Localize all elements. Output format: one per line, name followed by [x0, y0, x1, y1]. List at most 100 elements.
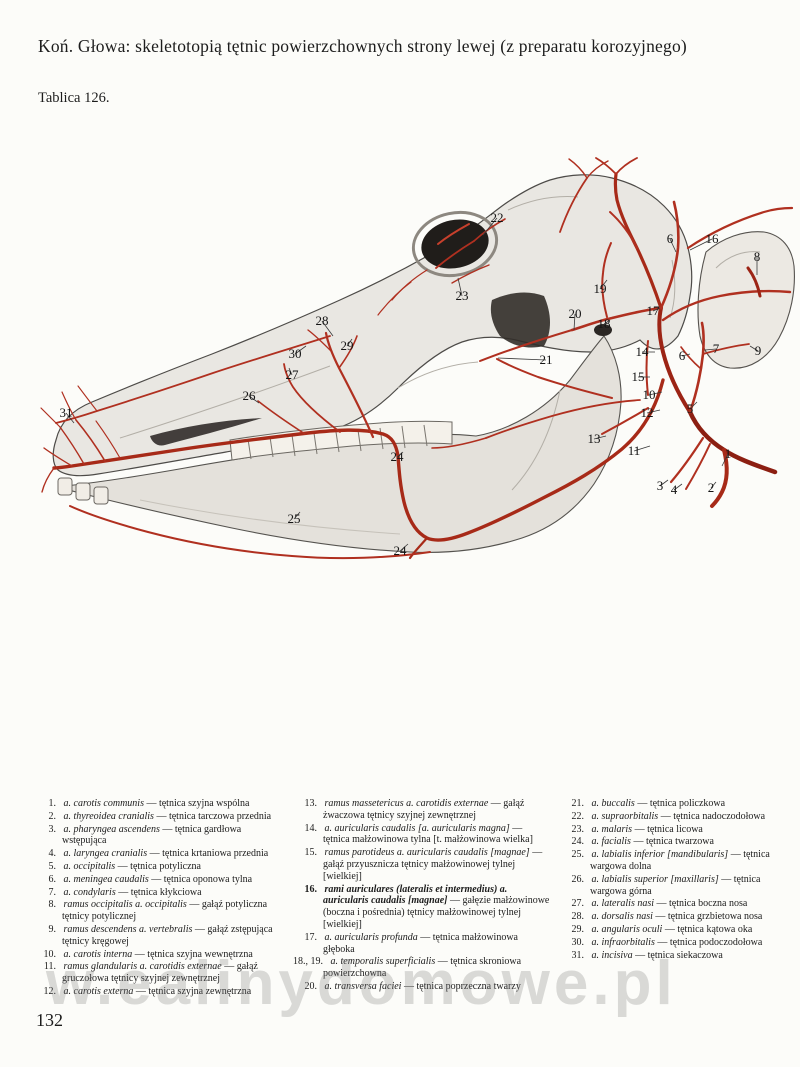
legend-item-polish: — tętnica oponowa tylna — [148, 873, 253, 885]
legend-item-latin: a. lateralis nasi — [589, 898, 655, 910]
legend-item: 17. a. auricularis profunda — tętnica ma… — [293, 932, 551, 956]
legend-item-polish: — tętnica małżowinowa tylna [t. małżowin… — [323, 822, 533, 846]
legend-item-polish: — tętnica kłykciowa — [115, 886, 202, 898]
legend-item-polish: — tętnica wargowa dolna — [590, 849, 770, 872]
legend-item: 28. a. dorsalis nasi — tętnica grzbietow… — [560, 911, 776, 923]
legend-item-number: 12. — [43, 985, 57, 997]
legend-item-number: 23. — [571, 823, 585, 835]
figure-label-16: 16 — [706, 231, 720, 246]
label-leader-line — [599, 279, 608, 290]
legend-item-latin: rami auriculares (lateralis et intermedi… — [322, 883, 508, 907]
legend-item-latin: ramus parotideus a. auricularis caudalis… — [322, 847, 530, 859]
legend-item-polish: — tętnica gardłowa wstępująca — [62, 823, 242, 847]
label-leader-line — [65, 412, 75, 424]
legend-item: 22. a. supraorbitalis — tętnica nadoczod… — [560, 811, 776, 823]
legend-item-polish: — tętnica nadoczodołowa — [658, 810, 766, 822]
label-leader-line — [457, 277, 463, 297]
legend-item: 18., 19. a. temporalis superficialis — t… — [293, 956, 551, 980]
cheek-teeth — [229, 420, 453, 461]
legend-item-latin: a. meningea caudalis — [61, 873, 149, 885]
tooth-separators — [247, 424, 428, 460]
label-leader-line — [399, 543, 409, 552]
legend-item-latin: a. pharyngea ascendens — [61, 823, 160, 835]
legend-item: 8. ramus occipitalis a. occipitalis — ga… — [32, 899, 284, 923]
legend-item: 25. a. labialis inferior [mandibularis] … — [560, 849, 776, 873]
legend-item-polish: — gałąź przyusznicza tętnicy małżowinowe… — [323, 847, 543, 882]
label-leader-line — [721, 453, 729, 467]
legend-item: 2. a. thyreoidea cranialis — tętnica tar… — [32, 811, 284, 823]
legend-item: 29. a. angularis oculi — tętnica kątowa … — [560, 924, 776, 936]
label-leader-line — [294, 345, 307, 355]
legend-item-latin: a. angularis oculi — [589, 923, 663, 935]
legend-item: 14. a. auricularis caudalis [a. auricula… — [293, 823, 551, 847]
figure-label-22: 22 — [491, 210, 504, 225]
label-leader-line — [248, 395, 260, 404]
figure-label-19: 19 — [594, 281, 607, 296]
figure-label-8: 8 — [754, 249, 761, 264]
legend-item: 10. a. carotis interna — tętnica szyjna … — [32, 949, 284, 961]
legend-item-polish: — tętnica małżowinowa głęboka — [323, 931, 518, 955]
skull-figure: 2223282930272631192018171668211415796101… — [40, 157, 795, 560]
legend-item-number: 24. — [571, 836, 585, 848]
legend-item: 15. ramus parotideus a. auricularis caud… — [293, 847, 551, 882]
legend-item: 23. a. malaris — tętnica licowa — [560, 824, 776, 836]
legend-column-2: 13. ramus massetericus a. carotidis exte… — [293, 798, 551, 999]
figure-label-12: 12 — [641, 405, 654, 420]
legend-item-latin: a. buccalis — [589, 798, 635, 809]
legend-item-polish: — tętnica szyjna zewnętrzna — [133, 985, 252, 997]
orbit-rim — [411, 210, 499, 278]
legend-item-polish: — gałęzie małżowinowe (boczna i pośredni… — [323, 895, 550, 930]
label-leader-line — [689, 238, 713, 251]
legend-item-number: 9. — [48, 923, 57, 935]
label-leader-line — [346, 338, 353, 347]
figure-label-24: 24 — [391, 449, 405, 464]
figure-label-7: 7 — [713, 341, 720, 356]
legend-item-latin: a. infraorbitalis — [589, 936, 655, 948]
label-leader-line — [673, 483, 683, 491]
label-leader-line — [321, 320, 334, 337]
legend-item: 1. a. carotis communis — tętnica szyjna … — [32, 798, 284, 810]
label-leader-line — [749, 345, 759, 352]
legend-item-number: 20. — [304, 980, 318, 992]
legend-item: 30. a. infraorbitalis — tętnica podoczod… — [560, 937, 776, 949]
figure-label-1: 1 — [725, 446, 732, 461]
legend-item-latin: a. carotis externa — [61, 985, 134, 997]
figure-label-28: 28 — [316, 313, 329, 328]
figure-label-13: 13 — [588, 431, 601, 446]
label-leader-line — [497, 357, 547, 361]
figure-label-23: 23 — [456, 288, 469, 303]
legend-item-latin: ramus occipitalis a. occipitalis — [61, 899, 187, 911]
legend-item-latin: a. auricularis profunda — [322, 931, 418, 943]
label-leader-line — [482, 217, 498, 236]
legend-item-number: 18., 19. — [293, 956, 323, 968]
legend-item-number: 31. — [571, 949, 585, 961]
figure-label-9: 9 — [755, 343, 762, 358]
legend-item-polish: — tętnica wargowa górna — [590, 873, 761, 897]
figure-label-29: 29 — [341, 338, 354, 353]
legend-item-number: 6. — [48, 873, 57, 885]
legend-item-number: 1. — [48, 798, 57, 809]
legend-item-number: 25. — [571, 849, 585, 861]
legend-item-latin: a. labialis inferior [mandibularis] — [589, 849, 729, 861]
legend-item-polish: — tętnica potyliczna — [115, 860, 201, 872]
label-leader-line — [396, 451, 404, 458]
legend-item-polish: — tętnica boczna nosa — [654, 898, 748, 910]
legend-item: 11. ramus glandularis a. carotidis exter… — [32, 961, 284, 985]
legend-item-latin: a. malaris — [589, 823, 633, 835]
legend-item-number: 3. — [48, 823, 57, 835]
figure-label-30: 30 — [289, 346, 302, 361]
legend-item-latin: a. carotis communis — [61, 798, 144, 809]
legend-item: 5. a. occipitalis — tętnica potyliczna — [32, 861, 284, 873]
legend-item-latin: a. occipitalis — [61, 860, 116, 872]
legend-item-number: 22. — [571, 810, 585, 822]
legend-item-polish: — tętnica skroniowa powierzchowna — [323, 956, 522, 980]
label-leader-line — [652, 307, 661, 312]
legend-item-latin: a. supraorbitalis — [589, 810, 659, 822]
skull-drawing — [52, 174, 795, 553]
bone-shading — [119, 196, 676, 535]
legend-item-number: 10. — [43, 948, 57, 960]
legend-item-latin: a. condylaris — [61, 886, 116, 898]
